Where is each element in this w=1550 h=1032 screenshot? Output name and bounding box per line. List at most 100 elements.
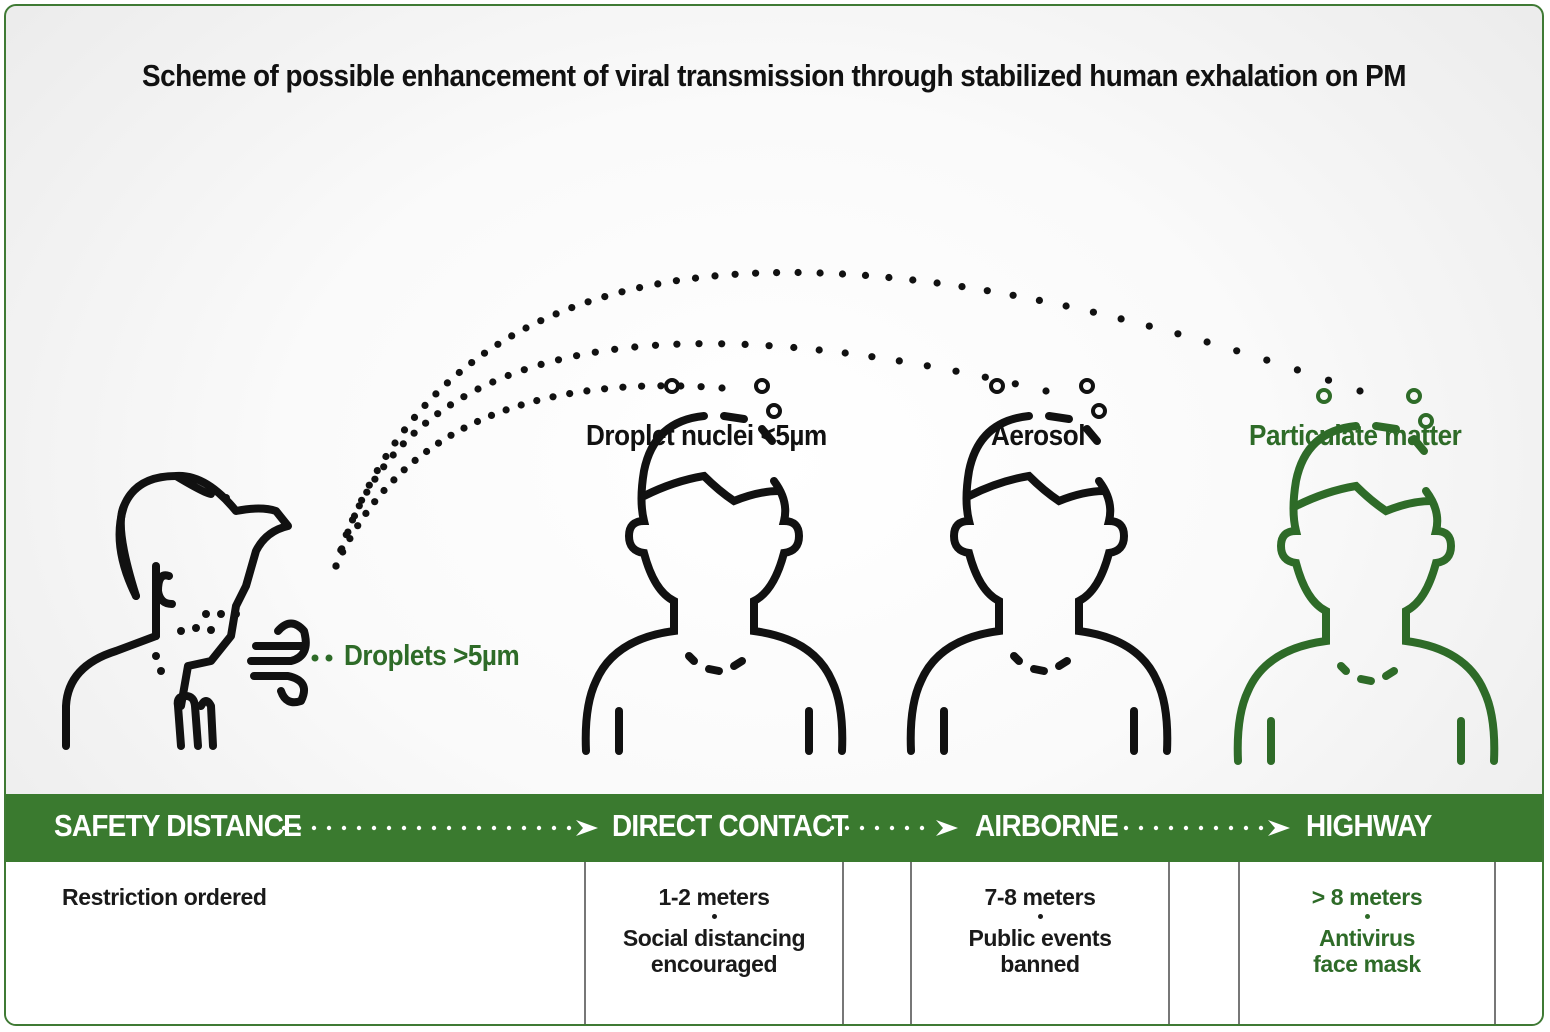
arc-dot (790, 343, 798, 352)
cough-breath-dots (152, 486, 240, 675)
arc-dot (981, 373, 989, 381)
arc-dot (480, 349, 489, 357)
arc-dot (390, 476, 398, 484)
arc-dot (358, 496, 366, 504)
arc-dot (434, 410, 442, 418)
distance-band: SAFETY DISTANCE DIRECT CONTACT AIRBORNE … (6, 794, 1542, 862)
arc-dot (611, 345, 619, 353)
arc-dot (338, 545, 346, 553)
arc-dot (868, 353, 876, 361)
label-particulate-matter: Particulate matter (1249, 420, 1462, 452)
divider (1168, 862, 1170, 1024)
divider (1238, 862, 1240, 1024)
band-dot (1183, 825, 1189, 831)
arc-dot (389, 451, 397, 459)
arc-dot (468, 359, 476, 367)
band-dot (1228, 825, 1234, 831)
arc-dot (332, 562, 340, 570)
arc-dot (895, 357, 903, 365)
arc-dot (1011, 380, 1019, 388)
band-dot (446, 825, 452, 831)
droplet-dot (311, 654, 319, 662)
measure-airborne-line2: banned (1000, 951, 1080, 977)
arc-dot (400, 426, 409, 434)
arc-dot (691, 274, 700, 282)
cell-direct-contact: 1-2 meters Social distancing encouraged (586, 884, 842, 977)
arc-dot (522, 324, 530, 332)
arc-dot (371, 498, 379, 506)
arc-dot (355, 502, 363, 510)
bullet-dot (1364, 914, 1370, 919)
measure-highway-line2: face mask (1313, 951, 1421, 977)
band-safety-distance: SAFETY DISTANCE (54, 808, 302, 843)
arc-dot (983, 287, 991, 295)
arc-dot (923, 362, 931, 370)
arc-dot (1062, 302, 1070, 310)
arc-dot (838, 270, 847, 278)
arc-dot (591, 348, 599, 356)
coughing-person-icon (62, 471, 310, 750)
measure-airborne-line1: Public events (968, 925, 1112, 951)
arc-dot (1263, 356, 1271, 364)
measures-table: Restriction ordered 1-2 meters Social di… (6, 862, 1542, 1024)
arc-dot (350, 512, 359, 520)
arc-dot (568, 304, 576, 312)
arc-dot (373, 467, 381, 475)
arc-dot (549, 393, 557, 401)
arrow-icon (1268, 820, 1290, 836)
bullet-dot (711, 914, 717, 919)
arc-dot (583, 387, 591, 395)
arc-dot (1042, 387, 1050, 395)
divider (910, 862, 912, 1024)
band-dot (551, 825, 557, 831)
divider (584, 862, 586, 1024)
band-dot (521, 825, 527, 831)
arc-dot (711, 272, 719, 280)
measure-direct-line2: encouraged (650, 951, 778, 977)
arc-dot (365, 481, 373, 489)
arc-dot (631, 343, 639, 351)
arc-dot (601, 385, 609, 393)
arc-dot (1233, 347, 1241, 355)
arc-dot (474, 385, 482, 393)
band-dot (1213, 825, 1219, 831)
band-dot (889, 825, 895, 831)
arc-dot (638, 382, 646, 390)
diagram-title: Scheme of possible enhancement of viral … (142, 58, 1406, 93)
arrow-icon (936, 820, 958, 836)
band-dot (416, 825, 422, 831)
arc-dot (952, 367, 960, 375)
arc-dot (502, 406, 510, 414)
arc-dot (434, 439, 443, 447)
band-dot (356, 825, 362, 831)
arrow-icon (576, 820, 598, 836)
band-dot (431, 825, 437, 831)
arc-dot (697, 383, 705, 391)
band-dot (506, 825, 512, 831)
arc-dot (400, 466, 408, 474)
arc-dot (362, 509, 370, 517)
band-dot (1258, 825, 1264, 831)
arc-dot (410, 429, 418, 437)
band-dot (461, 825, 467, 831)
arc-dot (885, 273, 893, 282)
restriction-label: Restriction ordered (62, 884, 267, 910)
band-dot (476, 825, 482, 831)
arc-dot (382, 452, 390, 461)
band-highway: HIGHWAY (1306, 808, 1432, 843)
arc-dot (399, 440, 407, 448)
distance-highway: > 8 meters (1311, 884, 1423, 910)
arc-dot (601, 293, 609, 301)
arc-dot (752, 269, 760, 277)
divider (842, 862, 844, 1024)
band-dot (326, 825, 332, 831)
arc-dot (520, 366, 528, 374)
arc-dot (815, 346, 823, 354)
band-airborne: AIRBORNE (975, 808, 1119, 843)
arc-dot (861, 271, 870, 279)
cell-highway: > 8 meters Antivirus face mask (1240, 884, 1494, 977)
arc-dot (423, 447, 431, 456)
arc-dot (487, 411, 496, 419)
band-arrows (281, 820, 1290, 836)
arc-dot (363, 488, 371, 496)
